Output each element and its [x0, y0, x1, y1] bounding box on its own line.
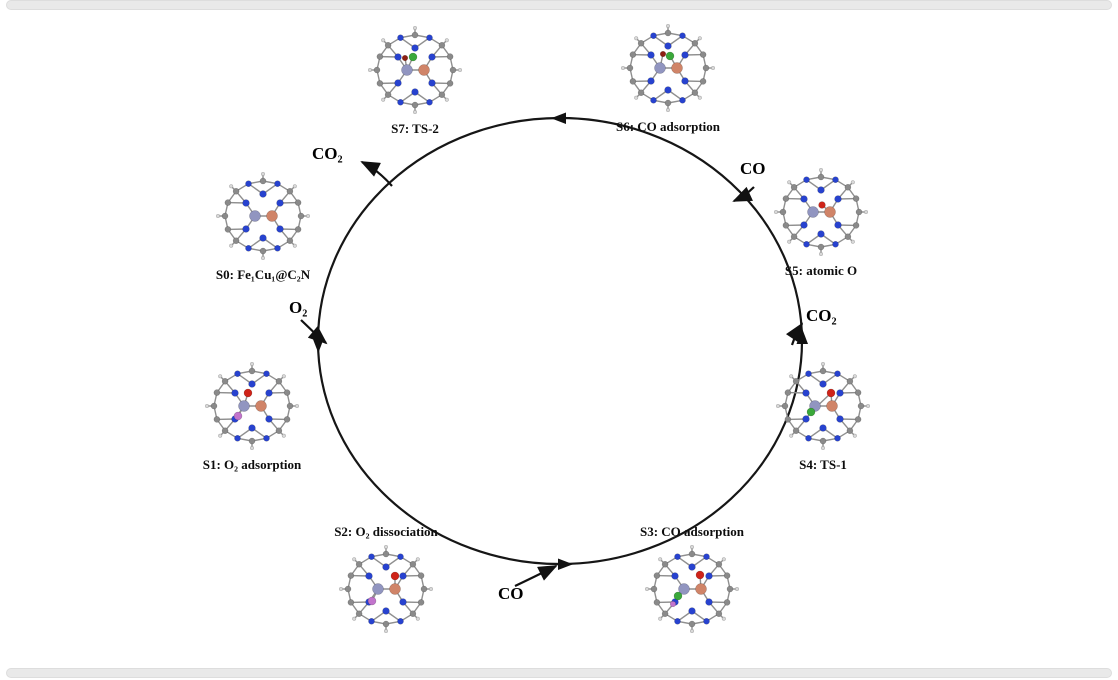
molecule-s5-structure [769, 166, 873, 260]
state-s2-label: S2: O₂ dissociation [334, 524, 438, 539]
state-s3: S3: CO adsorption [617, 524, 767, 637]
molecule-structure-svg [620, 23, 716, 113]
state-s1: S1: O₂ adsorption [177, 360, 327, 473]
o2-reactant-label: O₂ [289, 298, 308, 317]
molecule-structure-svg [215, 171, 311, 261]
molecule-s4-structure [771, 360, 875, 454]
co2-product-label-right: CO₂ [806, 306, 837, 325]
molecule-s2-structure [334, 543, 438, 637]
co2-release-arrow-right [785, 322, 804, 346]
state-s4-label: S4: TS-1 [799, 457, 847, 472]
molecule-structure-svg [367, 25, 463, 115]
species-arrows [300, 161, 804, 587]
state-s5: S5: atomic O [746, 166, 896, 279]
state-s1-label: S1: O₂ adsorption [202, 457, 302, 472]
molecule-structure-svg [204, 361, 300, 451]
o2-feed-arrow [300, 319, 328, 345]
molecule-s1-structure [200, 360, 304, 454]
state-s5-label: S5: atomic O [784, 263, 858, 278]
molecule-structure-svg [775, 361, 871, 451]
state-s6: S6: CO adsorption [593, 22, 743, 135]
co2-release-arrow-top [360, 161, 393, 187]
state-s2: S2: O₂ dissociation [311, 524, 461, 637]
state-s0: S0: Fe₁Cu₁@C₂N [188, 170, 338, 283]
co-feed-arrow-bottom [514, 565, 558, 587]
co-feed-arrow-top [732, 186, 755, 203]
molecule-s7-structure [363, 24, 467, 118]
molecule-structure-svg [338, 544, 434, 634]
bottom-edge-bar [6, 668, 1112, 678]
molecule-s6-structure [616, 22, 720, 116]
arrowhead-top-leftward [551, 112, 566, 124]
molecule-structure-svg [773, 167, 869, 257]
co2-product-label-top: CO₂ [312, 144, 343, 163]
state-s0-label: S0: Fe₁Cu₁@C₂N [215, 267, 311, 282]
state-s6-label: S6: CO adsorption [615, 119, 721, 134]
state-s7-label: S7: TS-2 [391, 121, 439, 136]
molecule-s3-structure [640, 543, 744, 637]
state-s3-label: S3: CO adsorption [639, 524, 745, 539]
co-reactant-label-bottom: CO [498, 584, 524, 603]
state-s7: S7: TS-2 [340, 24, 490, 137]
molecule-structure-svg [644, 544, 740, 634]
molecule-s0-structure [211, 170, 315, 264]
state-s4: S4: TS-1 [748, 360, 898, 473]
co-reactant-label-top: CO [740, 159, 766, 178]
top-edge-bar [6, 0, 1112, 10]
arrowhead-bottom-rightward [558, 558, 573, 570]
